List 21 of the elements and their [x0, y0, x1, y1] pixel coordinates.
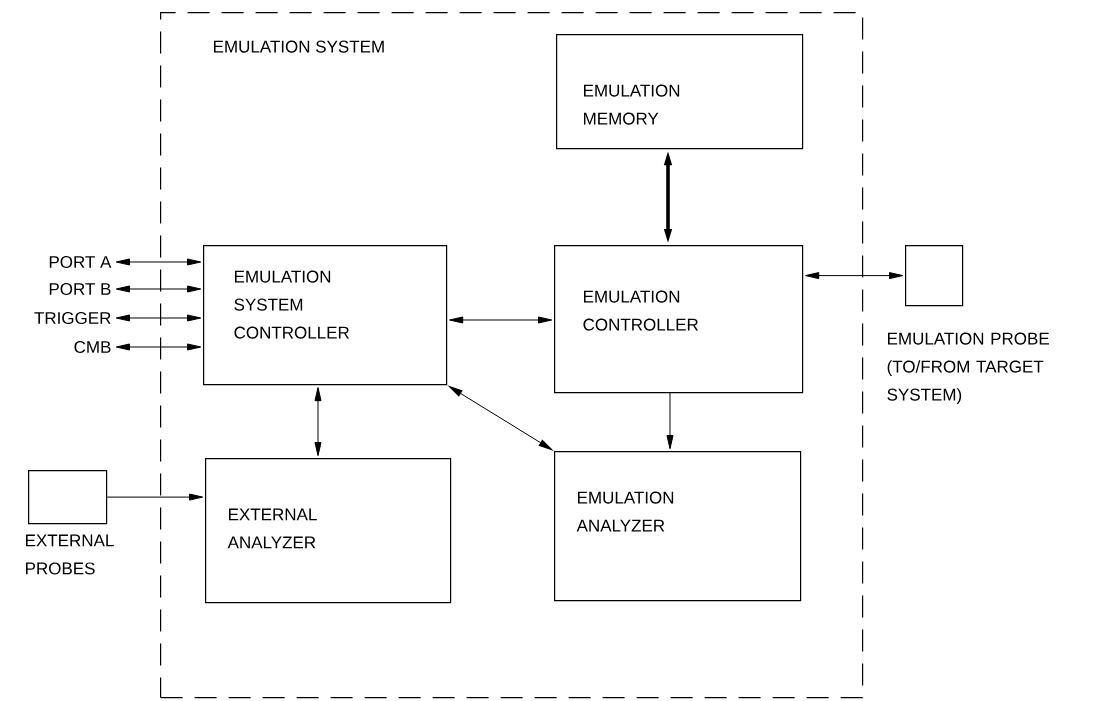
arrow: [314, 387, 322, 457]
arrow: [666, 392, 674, 450]
arrow: [115, 258, 202, 266]
arrow: [449, 316, 553, 324]
process-box: EMULATION ANALYZER: [554, 451, 802, 602]
process-box: EXTERNAL ANALYZER: [205, 458, 452, 604]
arrow: [115, 314, 202, 322]
process-box: EMULATION MEMORY: [556, 34, 804, 150]
process-box: EMULATION CONTROLLER: [554, 245, 804, 394]
arrow: [115, 285, 202, 293]
arrow: [115, 343, 202, 351]
arrow: [106, 493, 204, 501]
port-label: PORT B: [49, 283, 111, 295]
arrow: [805, 272, 904, 280]
port-label: TRIGGER: [34, 312, 111, 324]
port-label: PORT A: [49, 256, 112, 268]
probe-label: EXTERNAL PROBES: [26, 534, 114, 575]
probe-label: EMULATION PROBE (TO/FROM TARGET SYSTEM): [887, 332, 1049, 404]
port-label: CMB: [74, 341, 111, 353]
process-box: EMULATION SYSTEM CONTROLLER: [203, 245, 448, 386]
arrow: [448, 385, 553, 451]
